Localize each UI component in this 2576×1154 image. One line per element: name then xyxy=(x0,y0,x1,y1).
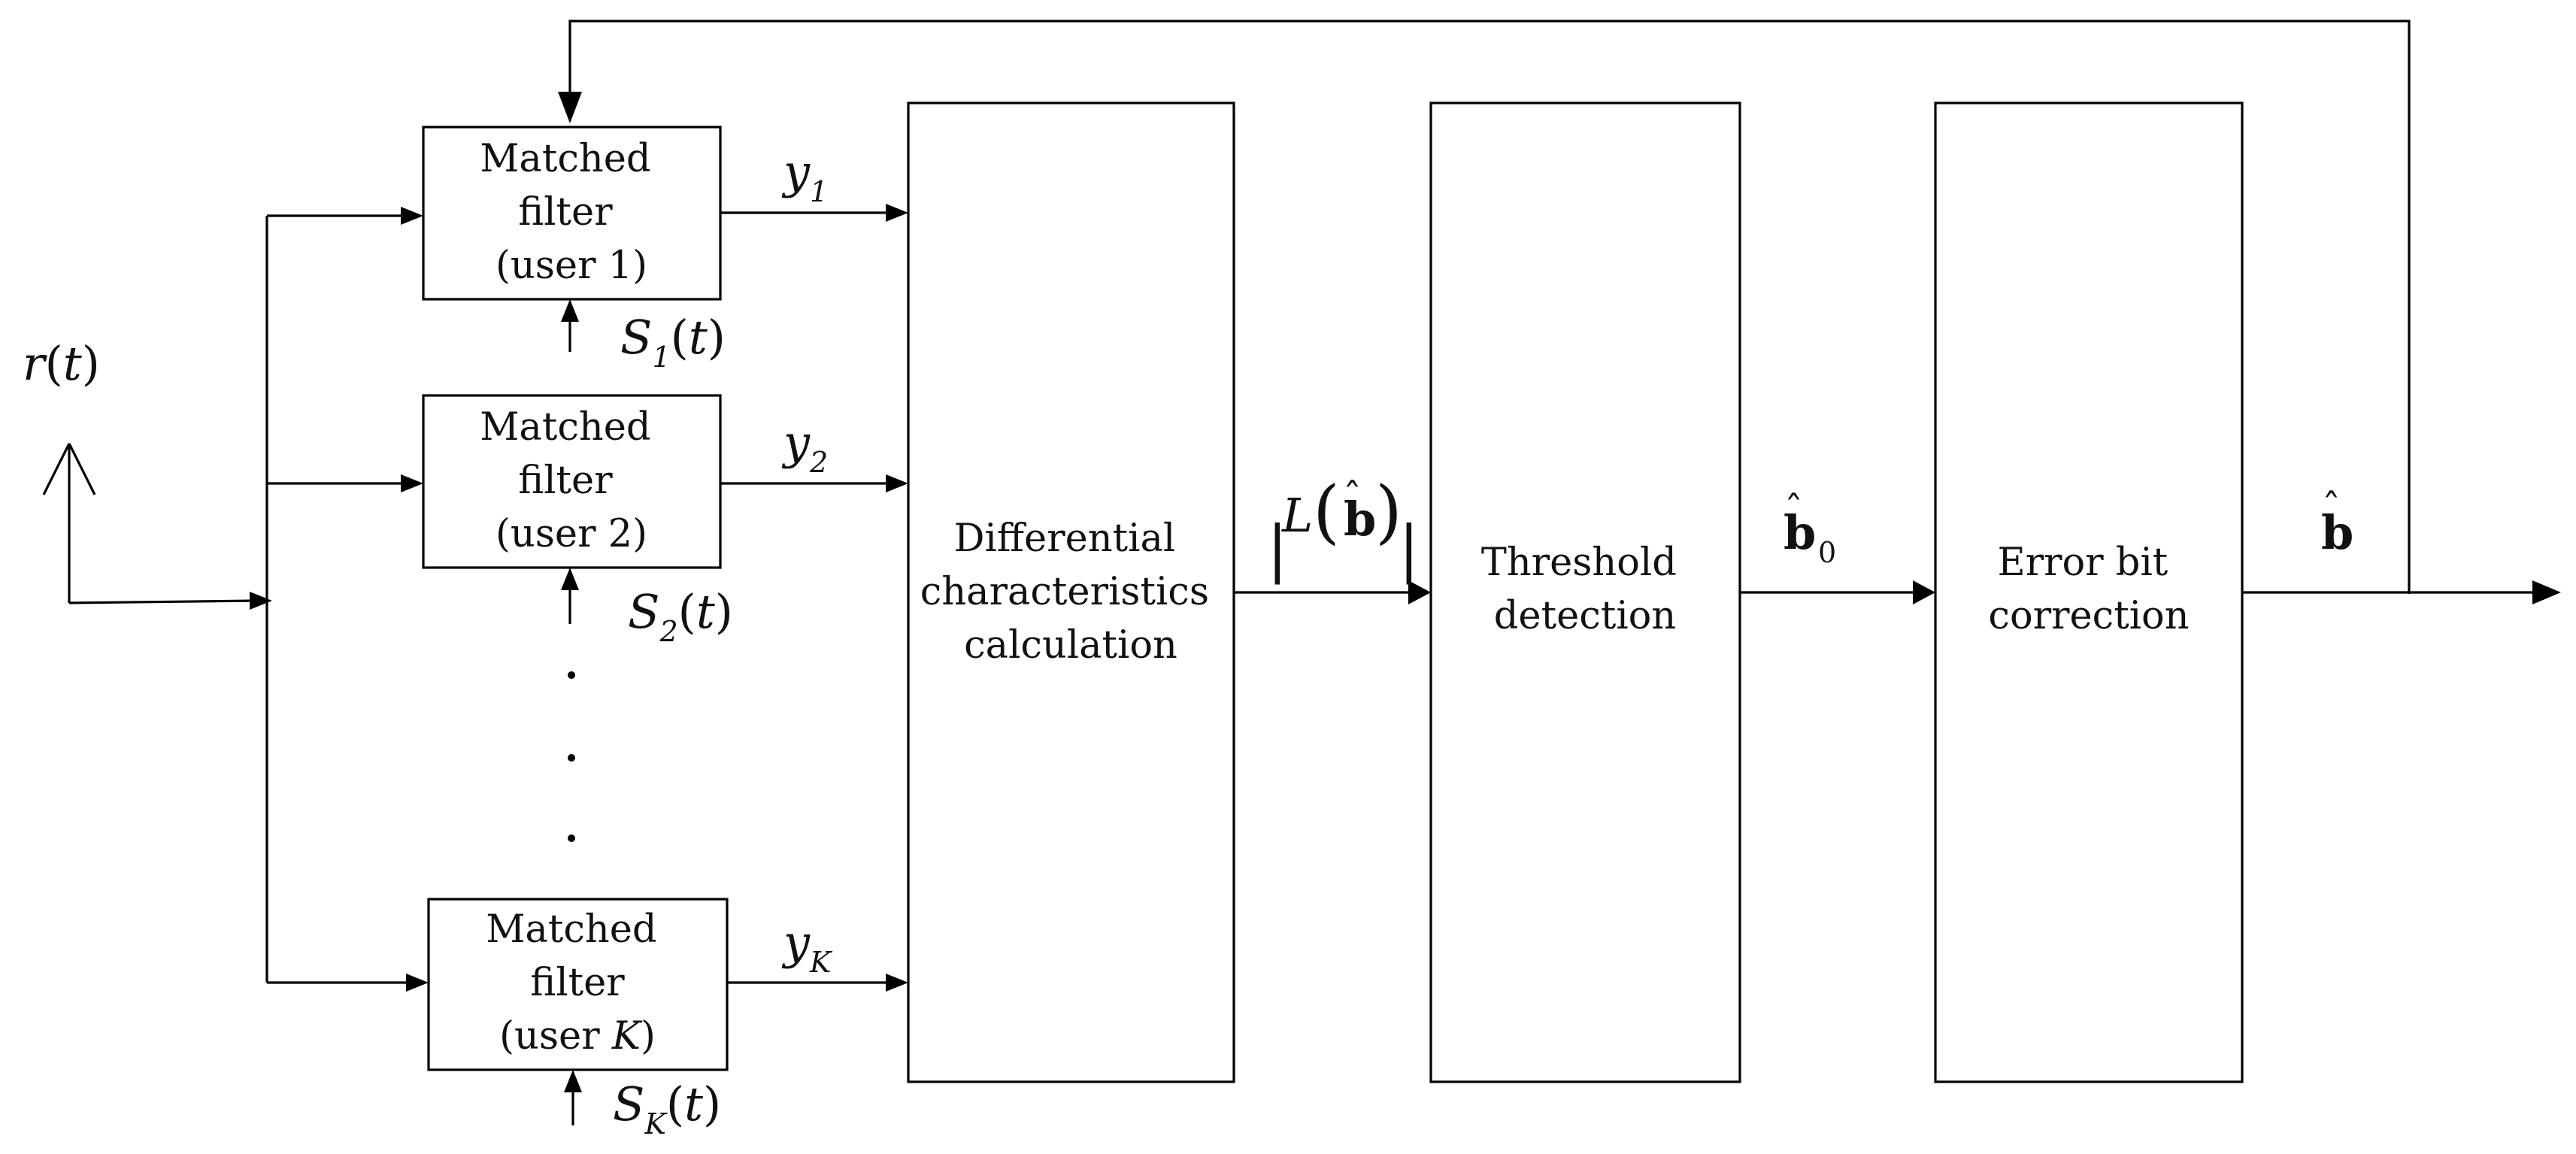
svg-text:b: b xyxy=(2321,505,2353,560)
yk-label: yK xyxy=(781,915,833,979)
svg-text:L: L xyxy=(1281,488,1313,543)
metric-label: | L ( ˆ b ) | xyxy=(1267,471,1420,585)
svg-text:b: b xyxy=(1344,492,1376,547)
s1-label: S1(t) xyxy=(620,310,726,374)
corr-label-line1: Error bit xyxy=(1998,541,2168,585)
s2-input-arrow xyxy=(561,568,579,624)
metric-arrow xyxy=(1234,580,1431,604)
thresh-label-line1: Threshold xyxy=(1481,541,1677,585)
mfk-label-line2: filter xyxy=(530,961,625,1005)
output-arrow xyxy=(2242,580,2561,604)
b0-label: ˆ b 0 xyxy=(1784,488,1836,569)
y2-arrow xyxy=(720,474,908,492)
svg-text:|: | xyxy=(1399,513,1420,585)
bus-to-mf2-arrow xyxy=(267,474,423,492)
yk-arrow xyxy=(727,974,908,992)
sk-input-arrow xyxy=(564,1070,582,1125)
mf1-label-line3: (user 1) xyxy=(496,244,647,288)
svg-text:Matched filter (user 2: Matched filter (user 2) xyxy=(480,405,663,556)
mf1-label-line1: Matched xyxy=(480,137,650,181)
corr-label-line2: correction xyxy=(1988,594,2189,638)
input-signal-label: r(t) xyxy=(23,336,100,391)
svg-text:Error bit correction: Error bit correction xyxy=(1988,541,2189,638)
mf2-label-line1: Matched xyxy=(480,405,650,450)
feedback-loop xyxy=(558,20,2411,594)
bus-to-mf1-arrow xyxy=(267,207,423,225)
svg-text:b: b xyxy=(1784,505,1816,560)
diff-label-line1: Differential xyxy=(954,516,1176,561)
bus-to-mfk-arrow xyxy=(267,974,429,992)
y1-label: y1 xyxy=(781,144,828,208)
svg-text:0: 0 xyxy=(1818,536,1836,569)
svg-text:): ) xyxy=(1375,471,1402,552)
ellipsis-dots xyxy=(568,671,575,842)
svg-text:Matched filter: Matched filter xyxy=(486,907,669,1005)
mfk-label-line1: Matched xyxy=(486,907,656,952)
y2-label: y2 xyxy=(781,415,828,479)
mf2-label-line3: (user 2) xyxy=(496,512,647,556)
svg-text:Matched filter (user 1: Matched filter (user 1) xyxy=(480,137,663,288)
y1-arrow xyxy=(720,204,908,222)
b0-arrow xyxy=(1740,580,1935,604)
svg-text:Differential characteristi: Differential characteristics calculation xyxy=(920,516,1221,668)
matched-filter-user1-block xyxy=(422,126,722,301)
svg-text:Threshold detection: Threshold detection xyxy=(1481,541,1689,638)
diff-label-line2: characteristics xyxy=(920,570,1209,614)
antenna-icon xyxy=(42,443,96,603)
differential-characteristics-block xyxy=(907,101,1235,1083)
svg-text:ˆ: ˆ xyxy=(1343,475,1362,519)
mf2-label-line2: filter xyxy=(518,459,613,503)
thresh-label-line2: detection xyxy=(1494,594,1676,638)
s1-input-arrow xyxy=(561,299,579,352)
matched-filter-user2-block xyxy=(422,394,722,569)
mf1-label-line2: filter xyxy=(518,190,613,235)
diff-label-line3: calculation xyxy=(964,623,1177,668)
mfk-label-line3: (user K) xyxy=(499,1014,656,1059)
matched-filter-userk-block xyxy=(427,898,729,1071)
svg-text:ˆ: ˆ xyxy=(2322,486,2341,529)
input-connection xyxy=(68,592,272,610)
error-bit-correction-block xyxy=(1934,101,2244,1083)
sk-label: SK(t) xyxy=(613,1077,721,1140)
b-output-label: ˆ b xyxy=(2321,486,2353,560)
svg-text:|: | xyxy=(1267,513,1288,585)
svg-text:ˆ: ˆ xyxy=(1784,488,1803,532)
threshold-detection-block xyxy=(1429,101,1741,1083)
svg-text:(: ( xyxy=(1313,471,1340,552)
s2-label: S2(t) xyxy=(628,584,733,648)
